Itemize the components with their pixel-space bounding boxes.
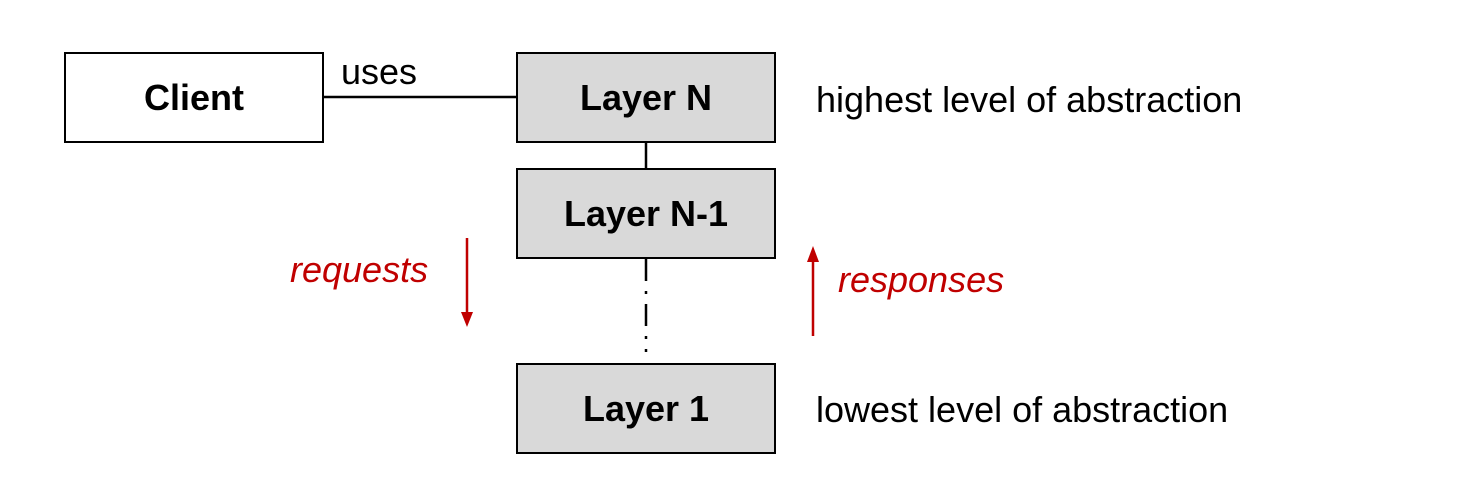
layer-n-box: Layer N xyxy=(516,52,776,143)
layer-n-minus-1-box: Layer N-1 xyxy=(516,168,776,259)
layer-1-box: Layer 1 xyxy=(516,363,776,454)
lowest-abstraction-label: lowest level of abstraction xyxy=(816,389,1229,430)
client-label: Client xyxy=(143,76,244,118)
layer-n-minus-1-label: Layer N-1 xyxy=(563,192,729,234)
responses-label: responses xyxy=(838,259,1005,300)
highest-abstraction-label: highest level of abstraction xyxy=(816,79,1243,120)
client-box: Client xyxy=(64,52,324,143)
layer-1-label: Layer 1 xyxy=(582,387,710,429)
requests-arrow xyxy=(461,238,473,327)
responses-arrow xyxy=(807,246,819,336)
layer-n-label: Layer N xyxy=(579,76,713,118)
uses-label: uses xyxy=(341,51,418,92)
requests-label: requests xyxy=(290,249,429,290)
